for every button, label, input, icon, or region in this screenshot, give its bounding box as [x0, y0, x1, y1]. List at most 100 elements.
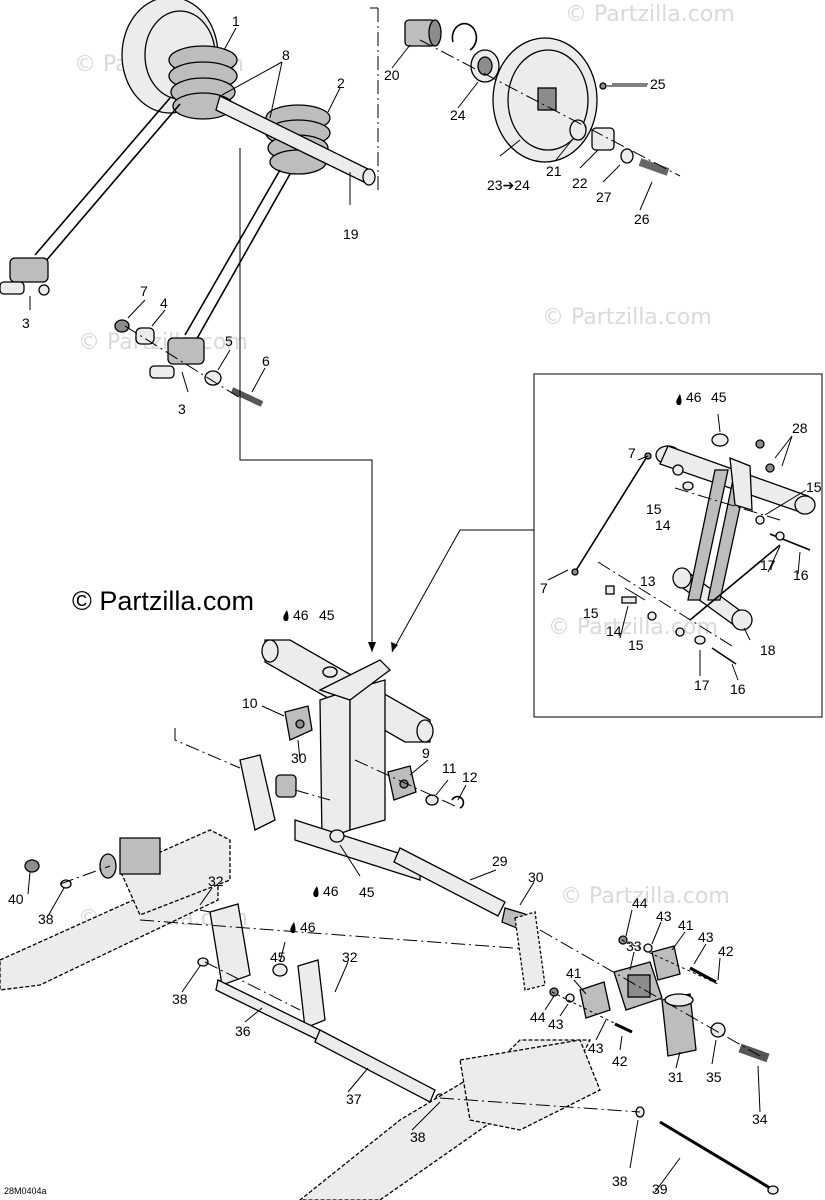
- shaft-29: [393, 847, 506, 917]
- callout: 15: [628, 637, 644, 653]
- callout: 25: [650, 76, 666, 92]
- callout: 35: [706, 1069, 722, 1085]
- circlip: [451, 22, 478, 51]
- callout: 14: [606, 623, 622, 639]
- callout: 29: [492, 853, 508, 869]
- callout: 4: [160, 295, 168, 311]
- mount-40-38: [24, 837, 161, 889]
- callout: 38: [38, 911, 54, 927]
- callout: 27: [596, 189, 612, 205]
- callout: 45: [270, 949, 286, 965]
- callout: 43: [698, 929, 714, 945]
- washer-11: [425, 794, 439, 806]
- callout: 43: [548, 1016, 564, 1032]
- callout: 38: [612, 1173, 628, 1189]
- callout: 45: [319, 607, 335, 623]
- callout: 46: [300, 919, 316, 935]
- callout: 8: [282, 47, 290, 63]
- washer-45: [322, 666, 338, 678]
- grease-fitting-25: [599, 82, 607, 90]
- callout: 23➔24: [487, 177, 530, 193]
- callout: 5: [225, 333, 233, 349]
- callout: 7: [628, 445, 636, 461]
- bracket-36: [209, 903, 326, 1041]
- callout: 39: [652, 1181, 668, 1197]
- callout: 31: [668, 1069, 684, 1085]
- callout: 32: [208, 873, 224, 889]
- callout: 26: [634, 211, 650, 227]
- callout: 17: [760, 557, 776, 573]
- callout: 15: [583, 605, 599, 621]
- washer-27: [620, 148, 634, 164]
- right-bracket: [514, 911, 546, 991]
- callout: 10: [242, 695, 258, 711]
- callout: 46: [686, 389, 702, 405]
- diagram-code: 28M0404a: [4, 1186, 47, 1196]
- left-rail: [0, 829, 231, 991]
- callout: 18: [760, 642, 776, 658]
- callout: 6: [262, 353, 270, 369]
- callout: 16: [793, 567, 809, 583]
- callout: 2: [337, 75, 345, 91]
- callout: 9: [422, 745, 430, 761]
- callout: 38: [172, 991, 188, 1007]
- callout: 44: [530, 1009, 546, 1025]
- callout: 28: [792, 420, 808, 436]
- left-plate: [239, 754, 297, 831]
- bearing-24: [470, 49, 500, 83]
- clamp-41: [579, 945, 681, 1019]
- callout: 13: [640, 573, 656, 589]
- callout: 36: [235, 1023, 251, 1039]
- leader-lines: [27, 27, 807, 1193]
- oil-drop-icon: [676, 394, 682, 406]
- washer-5: [204, 370, 222, 386]
- callout: 38: [410, 1129, 426, 1145]
- ring-21: [569, 119, 587, 141]
- callout: 24: [450, 107, 466, 123]
- circlip-12: [451, 795, 465, 809]
- idler-wheel-23: [492, 37, 598, 163]
- callout: 44: [632, 895, 648, 911]
- watermark: © Partzilla.com: [78, 330, 248, 355]
- callout: 42: [612, 1053, 628, 1069]
- bracket-9: [387, 765, 417, 801]
- credit-text: © Partzilla.com: [72, 586, 254, 616]
- callout: 19: [343, 226, 359, 242]
- inset-frame: [533, 373, 823, 718]
- callout: 45: [359, 884, 375, 900]
- washer-45: [329, 829, 345, 843]
- callout: 30: [291, 750, 307, 766]
- callout: 16: [730, 681, 746, 697]
- callout: 32: [342, 949, 358, 965]
- callout: 3: [178, 401, 186, 417]
- callout: 40: [8, 891, 24, 907]
- watermark: © Partzilla.com: [565, 2, 735, 27]
- callout: 7: [140, 283, 148, 299]
- washer-35: [710, 1022, 726, 1038]
- callout: 7: [540, 580, 548, 596]
- spacer-22: [591, 127, 615, 151]
- callout-labels: 1 2 3 3 4 5 6 7 8 19 20 21 22 23➔24 24 2…: [8, 13, 822, 1189]
- oil-drop-icon: [290, 922, 296, 934]
- callout: 43: [656, 908, 672, 924]
- callout: 11: [442, 760, 457, 776]
- bracket-10: [284, 705, 313, 741]
- bushing-31: [661, 993, 697, 1057]
- callout: 42: [718, 943, 734, 959]
- callout: 43: [588, 1040, 604, 1056]
- callout: 34: [752, 1111, 768, 1127]
- sleeve-20: [404, 19, 442, 47]
- callout: 30: [528, 869, 544, 885]
- callout: 17: [694, 677, 710, 693]
- shaft-37: [314, 1029, 436, 1103]
- callout: 15: [646, 501, 662, 517]
- rear-arm: [261, 639, 434, 881]
- watermark: © Partzilla.com: [560, 884, 730, 909]
- callout: 14: [655, 517, 671, 533]
- washer-45: [272, 963, 288, 977]
- callout: 20: [384, 67, 400, 83]
- callout: 33: [626, 938, 642, 954]
- spacer-4: [135, 327, 155, 345]
